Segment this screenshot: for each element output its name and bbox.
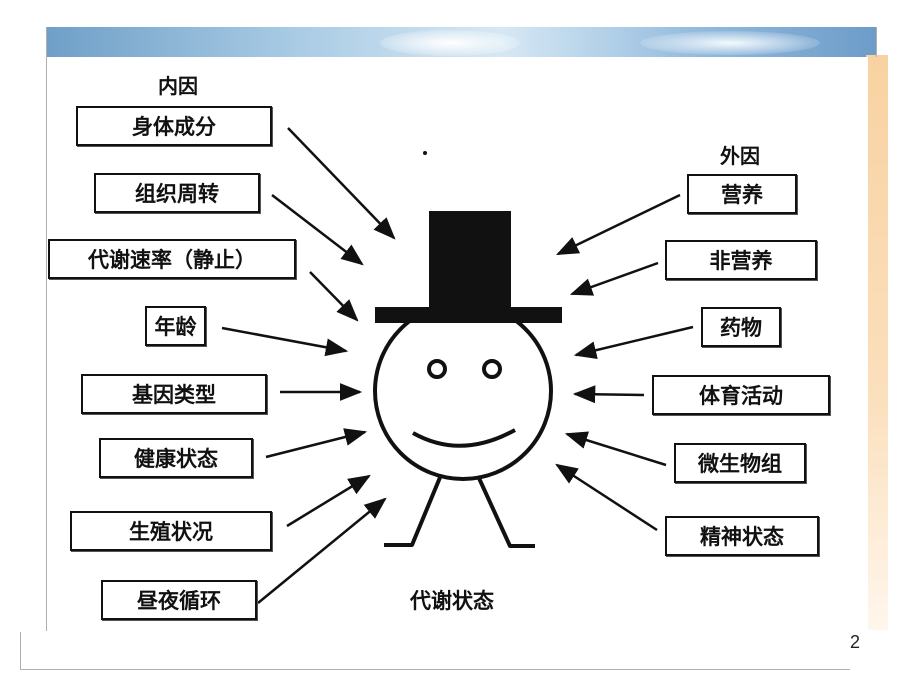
internal-factor-box: 代谢速率（静止） [48, 239, 296, 279]
face-circle [373, 301, 553, 481]
arrow [287, 127, 396, 240]
right-eye [482, 359, 502, 379]
right-leg [476, 475, 535, 548]
external-factor-box: 体育活动 [652, 375, 830, 415]
internal-factor-box: 生殖状况 [70, 511, 272, 551]
external-factor-box: 精神状态 [665, 516, 819, 556]
top-hat-smiley-figure-icon [373, 211, 562, 548]
arrow [573, 325, 694, 360]
internal-factor-box: 身体成分 [76, 106, 272, 146]
stray-dot [423, 151, 427, 155]
arrow [569, 261, 659, 296]
internal-factor-box: 组织周转 [94, 173, 260, 213]
arrow [257, 497, 387, 604]
cloud-decoration [380, 30, 520, 56]
external-arrows [555, 193, 694, 532]
internal-factor-box: 基因类型 [81, 374, 267, 414]
internal-factor-box: 健康状态 [99, 438, 253, 478]
frame-right-line [876, 27, 877, 57]
arrow [555, 193, 681, 256]
external-factor-box: 药物 [701, 307, 781, 347]
internal-factor-box: 昼夜循环 [101, 580, 257, 620]
arrow [572, 385, 645, 404]
arrow [555, 463, 658, 532]
external-factors-title: 外因 [720, 144, 760, 168]
frame-corner-line [20, 632, 21, 670]
hat-crown [429, 211, 511, 309]
arrow [265, 428, 368, 459]
frame-left-line [46, 27, 47, 631]
arrow [271, 194, 364, 266]
cloud-decoration [640, 31, 820, 55]
internal-arrows [221, 127, 396, 604]
left-eye [427, 359, 447, 379]
hat-brim [375, 307, 562, 323]
arrow [286, 474, 371, 528]
arrow [309, 271, 359, 322]
center-caption: 代谢状态 [410, 589, 494, 613]
smile [412, 428, 516, 448]
internal-factors-title: 内因 [158, 74, 198, 98]
external-factor-box: 微生物组 [674, 443, 806, 483]
arrow [564, 431, 667, 467]
internal-factor-box: 年龄 [145, 306, 206, 346]
external-factor-box: 营养 [687, 174, 797, 214]
frame-bottom-line [20, 669, 850, 670]
left-leg [384, 474, 443, 547]
orange-side-band [866, 55, 888, 630]
external-factor-box: 非营养 [665, 240, 817, 280]
page-number: 2 [850, 632, 861, 652]
arrow [221, 326, 349, 357]
